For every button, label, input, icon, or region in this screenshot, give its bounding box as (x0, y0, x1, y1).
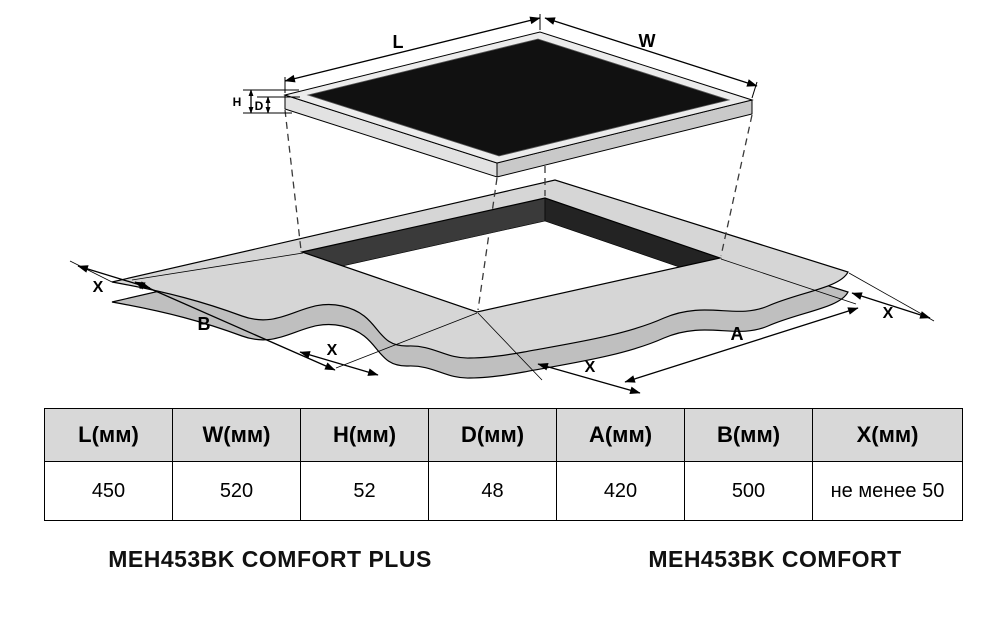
dimension-X-left-label: X (93, 279, 104, 296)
dimension-L-line (284, 16, 541, 83)
model-caption-right: MEH453BK COMFORT (648, 546, 902, 572)
table-value-L: 450 (44, 461, 173, 521)
table-header-H: H(мм) (300, 408, 429, 462)
cutout-outline (299, 197, 723, 313)
dimension-X-right-line (851, 292, 931, 319)
table-header-W: W(мм) (172, 408, 301, 462)
table-value-row: 450 520 52 48 420 500 не менее 50 (44, 461, 963, 521)
dimensions-table: L(мм) W(мм) H(мм) D(мм) A(мм) B(мм) X(мм… (44, 408, 963, 521)
table-value-W: 520 (172, 461, 301, 521)
cooktop (283, 31, 754, 178)
dimension-W-label: W (639, 31, 656, 51)
table-header-B: B(мм) (684, 408, 813, 462)
countertop (111, 179, 849, 379)
table-value-D: 48 (428, 461, 557, 521)
table-value-B: 500 (684, 461, 813, 521)
installation-diagram: L W H D X B (69, 14, 935, 394)
dimension-D-label: D (255, 99, 264, 113)
dimension-annotations: L W H D X B (69, 14, 935, 394)
dimension-X-bottomcenter-line (537, 363, 641, 394)
table-value-A: 420 (556, 461, 685, 521)
projection-lines (284, 109, 753, 311)
dimension-X-bottomcenter-label: X (585, 359, 596, 376)
dimension-H-label: H (233, 95, 242, 109)
dimension-B-label: B (198, 314, 211, 334)
table-value-H: 52 (300, 461, 429, 521)
dimension-X-bottomleft-label: X (327, 342, 338, 359)
dimension-A-line (624, 307, 859, 383)
table-header-L: L(мм) (44, 408, 173, 462)
dimension-L-label: L (393, 32, 404, 52)
table-header-D: D(мм) (428, 408, 557, 462)
table-header-X: X(мм) (812, 408, 963, 462)
dimension-A-label: A (731, 324, 744, 344)
table-header-row: L(мм) W(мм) H(мм) D(мм) A(мм) B(мм) X(мм… (44, 408, 963, 462)
cutout (299, 197, 723, 313)
dimension-W-line (544, 17, 758, 87)
table-header-A: A(мм) (556, 408, 685, 462)
model-caption-left: MEH453BK COMFORT PLUS (108, 546, 432, 572)
dimension-X-right-label: X (883, 305, 894, 322)
dimension-X-bottomleft-line (299, 351, 379, 376)
table-value-X: не менее 50 (812, 461, 963, 521)
